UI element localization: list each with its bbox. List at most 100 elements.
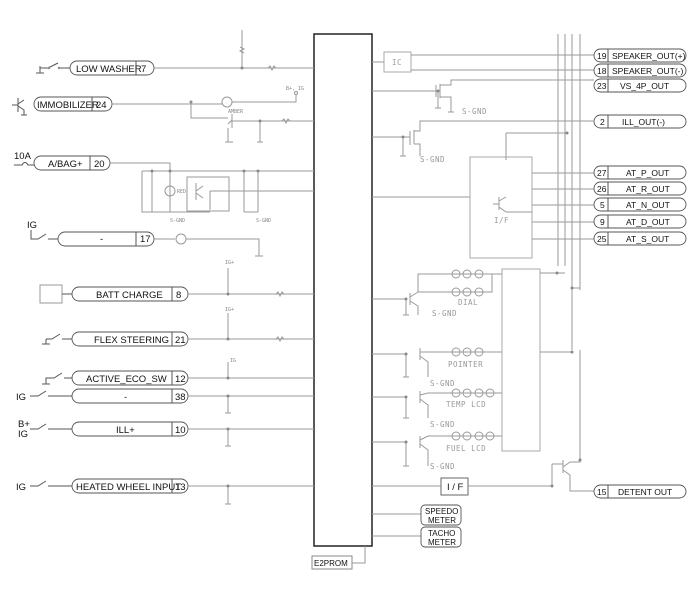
- input-heated-wheel: IG HEATED WHEEL INPUT 13: [16, 478, 314, 505]
- input-active-eco-sw: ACTIVE_ECO_SW 12 IG: [42, 358, 314, 386]
- pin-number: 20: [94, 159, 105, 170]
- pin-number: 19: [597, 51, 607, 61]
- pin-number: 24: [96, 100, 107, 111]
- tacho-line1: TACHO: [428, 529, 455, 538]
- dial-label: DIAL: [458, 298, 478, 307]
- output-label: DETENT OUT: [618, 487, 672, 497]
- lamp-driver-block: [501, 268, 580, 452]
- input-label: ACTIVE_ECO_SW: [86, 374, 167, 385]
- input-label: FLEX STEERING: [94, 335, 169, 346]
- pin-number: 7: [141, 64, 146, 75]
- fuel-lcd-segments: FUEL LCD S-GND: [372, 431, 502, 471]
- if-box-label: I / F: [447, 482, 464, 493]
- pointer-lamps: POINTER S-GND: [372, 347, 502, 388]
- tacho-meter: TACHO METER: [372, 526, 462, 548]
- speedo-line2: METER: [428, 516, 456, 525]
- input-low-washer: LOW WASHER 7: [36, 30, 314, 76]
- pin-number: 21: [175, 335, 186, 346]
- pin-number: 15: [597, 487, 607, 497]
- input-label: IMMOBILIZER: [37, 100, 99, 111]
- fuse-label: 10A: [14, 151, 32, 162]
- input-label: -: [100, 234, 103, 245]
- ic-block: IC: [372, 51, 594, 73]
- input-airbag: 10A A/BAG+ 20 RED S-GND S-GND: [14, 151, 314, 224]
- output-5: 5 AT_N_OUT: [593, 197, 687, 212]
- main-controller-block: [313, 33, 373, 547]
- s-gnd-label: S-GND: [256, 218, 271, 224]
- s-gnd-label: S-GND: [430, 379, 455, 388]
- ill-out-fet: S-GND: [372, 120, 594, 164]
- output-label: ILL_OUT(-): [622, 117, 665, 127]
- output-label: VS_4P_OUT: [620, 81, 669, 91]
- output-27: 27 AT_P_OUT: [593, 165, 687, 180]
- pin-number: 8: [176, 290, 181, 301]
- source-top-label: B+: [18, 419, 30, 430]
- pin-number: 38: [175, 392, 186, 403]
- input-immobilizer: IMMOBILIZER 24 B+, IG AMBER: [12, 86, 314, 143]
- pin-number: 18: [597, 66, 607, 76]
- input-ig-17: IG - 17: [27, 220, 263, 257]
- input-label: LOW WASHER: [76, 64, 142, 75]
- source-label: IG: [18, 429, 28, 440]
- temp-lcd-label: TEMP LCD: [446, 400, 486, 409]
- if-block: I/F: [372, 131, 594, 259]
- pin-number: 2: [600, 117, 605, 127]
- output-18: 18 SPEAKER_OUT(-): [593, 63, 687, 78]
- pin-number: 27: [597, 168, 607, 178]
- output-15: 15 DETENT OUT: [593, 484, 687, 499]
- speedo-meter: SPEEDO METER: [372, 504, 462, 526]
- output-25: 25 AT_S_OUT: [593, 231, 687, 246]
- fuel-lcd-label: FUEL LCD: [446, 444, 486, 453]
- detent-circuit: I / F: [372, 350, 594, 496]
- bus-lines: [557, 34, 581, 350]
- red-label: RED: [177, 189, 186, 195]
- pin-number: 25: [597, 234, 607, 244]
- input-ig-38: IG - 38: [16, 388, 314, 414]
- dial-lamps: DIAL S-GND: [372, 269, 502, 318]
- input-ill-plus: B+ IG ILL+ 10: [18, 419, 314, 447]
- pin-number: 23: [597, 81, 607, 91]
- output-26: 26 AT_R_OUT: [593, 181, 687, 196]
- s-gnd-label: S-GND: [462, 107, 487, 116]
- if-label: I/F: [494, 216, 509, 225]
- output-label: SPEAKER_OUT(-): [612, 66, 683, 76]
- pin-number: 9: [600, 217, 605, 227]
- pointer-label: POINTER: [448, 360, 483, 369]
- ig-label: IG: [230, 358, 236, 364]
- amber-label: AMBER: [228, 109, 244, 115]
- speedo-line1: SPEEDO: [425, 507, 458, 516]
- output-23: 23 VS_4P_OUT: [593, 78, 687, 93]
- input-label: HEATED WHEEL INPUT: [76, 482, 181, 493]
- output-label: SPEAKER_OUT(+): [612, 51, 686, 61]
- e2prom-label: E2PROM: [314, 559, 348, 568]
- pin-number: 10: [175, 425, 186, 436]
- output-2: 2 ILL_OUT(-): [593, 114, 687, 129]
- tacho-line2: METER: [428, 538, 456, 547]
- pin-number: 13: [175, 482, 186, 493]
- source-label: IG: [16, 482, 26, 493]
- output-label: AT_R_OUT: [626, 184, 670, 194]
- s-gnd-label: S-GND: [420, 155, 445, 164]
- output-9: 9 AT_D_OUT: [593, 214, 687, 229]
- s-gnd-label: S-GND: [430, 420, 455, 429]
- input-flex-steering: FLEX STEERING 21 IG+: [42, 307, 314, 347]
- input-label: A/BAG+: [48, 159, 83, 170]
- output-label: AT_P_OUT: [626, 168, 669, 178]
- ig-plus-label: IG+: [225, 307, 234, 313]
- input-batt-charge: BATT CHARGE 8 IG+: [39, 260, 314, 304]
- s-gnd-label: S-GND: [430, 462, 455, 471]
- e2prom-wire: [352, 546, 366, 564]
- input-label: ILL+: [116, 425, 135, 436]
- s-gnd-label: S-GND: [170, 218, 185, 224]
- pin-number: 12: [175, 374, 186, 385]
- s-gnd-label: S-GND: [432, 309, 457, 318]
- temp-lcd-segments: TEMP LCD S-GND: [372, 388, 502, 429]
- b-ig-label: B+, IG: [286, 86, 304, 92]
- ig-plus-label: IG+: [225, 260, 234, 266]
- input-label: BATT CHARGE: [96, 290, 163, 301]
- pin-number: 5: [600, 200, 605, 210]
- source-label: IG: [27, 220, 37, 231]
- source-label: IG: [16, 392, 26, 403]
- pin-number: 17: [140, 234, 151, 245]
